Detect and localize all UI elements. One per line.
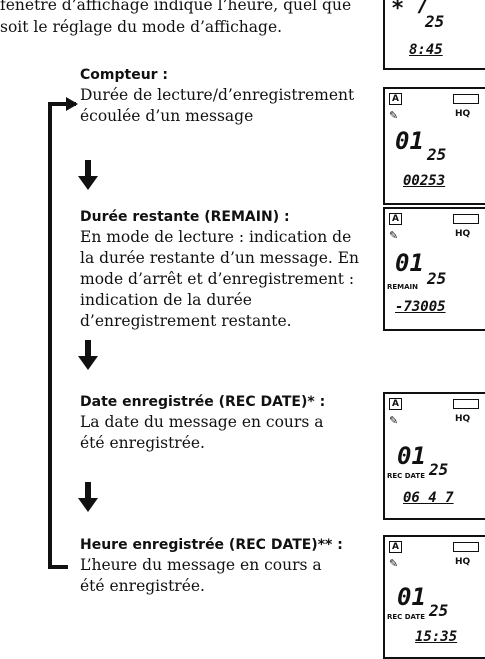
lcd-a-badge: A bbox=[389, 213, 402, 225]
lcd-line-2: 25 bbox=[429, 460, 449, 479]
lcd-line-2: 25 bbox=[427, 145, 447, 164]
section-heading-counter: Compteur : bbox=[80, 67, 169, 83]
text-line: Durée de lecture/d’enregistrement bbox=[80, 86, 355, 104]
lcd-line-1: 01 bbox=[395, 127, 424, 155]
mic-icon: ✎ bbox=[389, 229, 399, 242]
lcd-hq-label: HQ bbox=[455, 109, 471, 119]
lcd-line-1: 01 bbox=[397, 442, 426, 470]
section-heading-rec-time: Heure enregistrée (REC DATE)** : bbox=[80, 537, 343, 553]
mic-icon: ✎ bbox=[389, 109, 399, 122]
text-line: été enregistrée. bbox=[80, 434, 205, 452]
lcd-bottom-readout: 06 4 7 bbox=[403, 490, 454, 506]
mic-icon: ✎ bbox=[389, 557, 399, 570]
battery-icon bbox=[453, 214, 479, 224]
intro-line-1: fenêtre d’affichage indique l’heure, que… bbox=[0, 0, 352, 14]
lcd-display-rec-date: A ✎ HQ 01 REC DATE 25 06 4 7 bbox=[383, 392, 485, 520]
text-line: été enregistrée. bbox=[80, 577, 205, 595]
lcd-remain-label: REMAIN bbox=[387, 283, 419, 291]
lcd-bottom-readout: 15:35 bbox=[415, 629, 458, 645]
lcd-display-clock: ∗ / 25 8:45 bbox=[383, 0, 485, 70]
text-line: La date du message en cours a bbox=[80, 413, 324, 431]
section-text-rec-time: L’heure du message en cours a été enregi… bbox=[80, 555, 380, 597]
text-line: L’heure du message en cours a bbox=[80, 556, 322, 574]
mic-icon: ✎ bbox=[389, 414, 399, 427]
lcd-a-badge: A bbox=[389, 398, 402, 410]
lcd-line-1: 01 bbox=[397, 583, 426, 611]
text-line: En mode de lecture : indication de bbox=[80, 228, 352, 246]
lcd-bottom-readout: 00253 bbox=[403, 173, 446, 189]
lcd-line-1: 01 bbox=[395, 249, 424, 277]
section-text-remain: En mode de lecture : indication de la du… bbox=[80, 227, 380, 332]
lcd-display-counter: A ✎ HQ 01 25 00253 bbox=[383, 87, 485, 205]
lcd-rec-date-label: REC DATE bbox=[387, 472, 425, 480]
lcd-hq-label: HQ bbox=[455, 414, 471, 424]
text-line: indication de la durée bbox=[80, 291, 252, 309]
lcd-line-2: 25 bbox=[425, 12, 445, 31]
battery-icon bbox=[453, 399, 479, 409]
text-line: écoulée d’un message bbox=[80, 107, 254, 125]
lcd-line-2: 25 bbox=[427, 269, 447, 288]
intro-text: fenêtre d’affichage indique l’heure, que… bbox=[0, 0, 400, 38]
intro-line-2: soit le réglage du mode d’affichage. bbox=[0, 18, 283, 36]
section-heading-rec-date: Date enregistrée (REC DATE)* : bbox=[80, 394, 326, 410]
lcd-bottom-readout: 8:45 bbox=[409, 42, 443, 58]
lcd-display-rec-time: A ✎ HQ 01 REC DATE 25 15:35 bbox=[383, 535, 485, 659]
text-line: la durée restante d’un message. En bbox=[80, 249, 360, 267]
down-arrow-icon bbox=[78, 340, 98, 370]
down-arrow-icon bbox=[78, 482, 98, 512]
battery-icon bbox=[453, 542, 479, 552]
section-text-rec-date: La date du message en cours a été enregi… bbox=[80, 412, 380, 454]
section-text-counter: Durée de lecture/d’enregistrement écoulé… bbox=[80, 85, 380, 127]
lcd-top-partial: ∗ / bbox=[391, 0, 431, 17]
lcd-a-badge: A bbox=[389, 93, 402, 105]
cycle-bracket bbox=[48, 97, 78, 569]
down-arrow-icon bbox=[78, 160, 98, 190]
lcd-display-remain: A ✎ HQ 01 REMAIN 25 -73005 bbox=[383, 207, 485, 331]
lcd-line-2: 25 bbox=[429, 601, 449, 620]
battery-icon bbox=[453, 94, 479, 104]
text-line: mode d’arrêt et d’enregistrement : bbox=[80, 270, 355, 288]
text-line: d’enregistrement restante. bbox=[80, 312, 292, 330]
lcd-hq-label: HQ bbox=[455, 557, 471, 567]
lcd-a-badge: A bbox=[389, 541, 402, 553]
lcd-bottom-readout: -73005 bbox=[395, 299, 446, 315]
lcd-rec-date-label: REC DATE bbox=[387, 613, 425, 621]
section-heading-remain: Durée restante (REMAIN) : bbox=[80, 209, 290, 225]
lcd-hq-label: HQ bbox=[455, 229, 471, 239]
